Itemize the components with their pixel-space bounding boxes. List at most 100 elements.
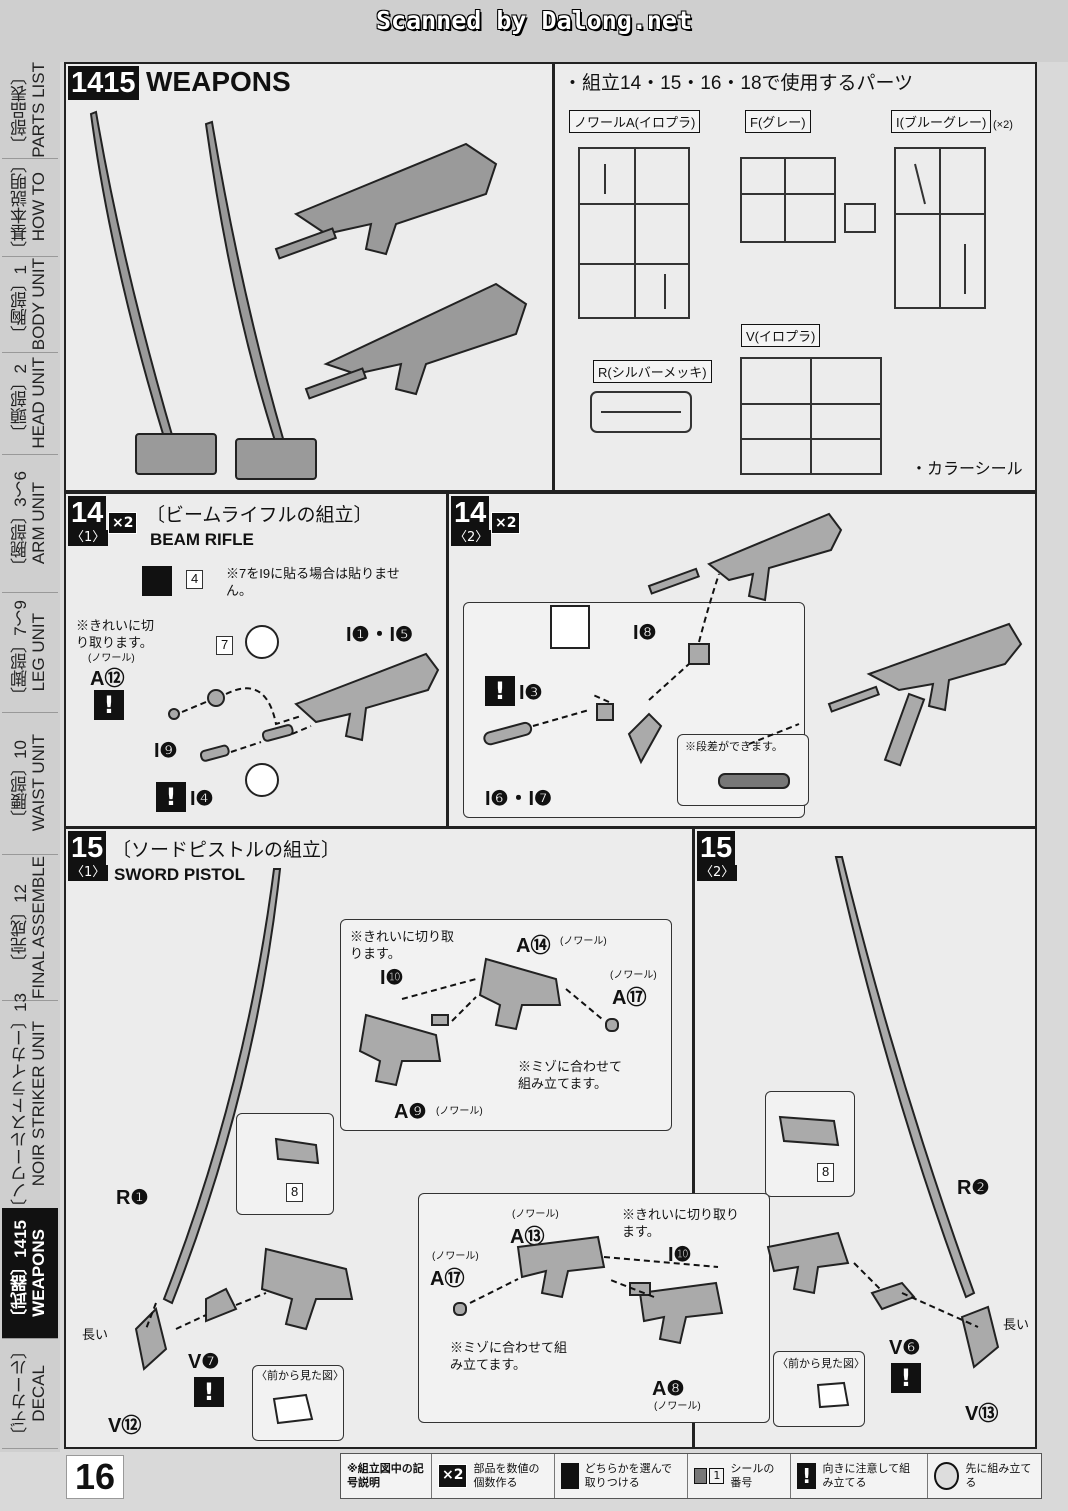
cut-note: ※きれいに切り取ります。: [76, 618, 155, 650]
weapons-title: WEAPONS: [146, 66, 291, 97]
part-i8: I❽: [633, 622, 657, 644]
step15-1-jp-title: 〔ソードピストルの組立〕: [112, 839, 341, 861]
part-r1: R❶: [116, 1187, 149, 1209]
step14-1-en-title: BEAM RIFLE: [150, 530, 254, 549]
part-i9: I❾: [154, 740, 178, 762]
sword-pistol-assembly: [134, 868, 619, 1425]
front-view-label: 〈前から見た図〉: [777, 1358, 865, 1370]
seal-8-label: 8: [817, 1163, 835, 1182]
symbol-legend: ※組立図中の記号説明 ×2 部品を数値の個数作る どちらかを選んで取りつける 1…: [340, 1453, 1042, 1499]
choose-icon: [561, 1463, 579, 1489]
sidebar-tab-label-en: HEAD UNIT: [29, 357, 48, 449]
part-a9: A❾: [394, 1101, 427, 1123]
legend-x2-text: 部品を数値の個数作る: [473, 1462, 540, 1489]
runner-label-i: I(ブルーグレー): [891, 110, 992, 133]
step14-1-sub: 〈1〉: [68, 530, 109, 546]
runner-label-f: F(グレー): [745, 110, 811, 133]
sidebar-tab-label: 〔武器〕1415: [11, 1220, 31, 1326]
step14-1-number: 14: [68, 496, 107, 530]
sidebar-tab-how-to[interactable]: 〔基本説明〕HOW TO: [2, 156, 58, 258]
sidebar-tab-label: 〔部品表〕: [11, 67, 31, 153]
sidebar-tab-label-en: LEG UNIT: [29, 612, 48, 692]
part-a17-2: A⑰: [430, 1268, 465, 1290]
step-number: 1415: [68, 66, 139, 100]
step14-1-jp-title: 〔ビームライフルの組立〕: [146, 504, 373, 526]
noir-label: (ノワール): [610, 970, 657, 981]
front-view-label: 〈前から見た図〉: [256, 1370, 344, 1382]
step14-2-qty: ×2: [491, 512, 521, 534]
long-label: 長い: [1003, 1317, 1030, 1332]
step14-1-qty: ×2: [108, 512, 138, 534]
part-i4: I❹: [190, 788, 214, 810]
seal-7-label: 7: [216, 636, 234, 655]
sidebar-tab-label: 〔完成〕12: [11, 883, 31, 971]
step15-2-sub: 〈2〉: [697, 865, 738, 881]
runner-label-r: R(シルバーメッキ): [593, 360, 712, 383]
attention-icon: !: [156, 782, 186, 812]
sword-blade: [162, 868, 282, 1305]
step14-1-panel: 14 ×2 〈1〉 〔ビームライフルの組立〕 BEAM RIFLE 4 ※7をI…: [64, 492, 448, 828]
part-i3: I❸: [519, 682, 543, 704]
sword-pistol-assembly-2: [453, 856, 1000, 1409]
part-v13: V⑬: [965, 1403, 999, 1425]
scan-credit: Scanned by Dalong.net: [375, 6, 693, 35]
step14-2-panel: 14 ×2 〈2〉 I❽ ! I❸ I❻・I❼ ※段差ができます。: [447, 492, 1037, 828]
legend-choose-text: どちらかを選んで取りつける: [584, 1462, 673, 1489]
seal-8-box: [765, 1091, 855, 1197]
runner-label-a: ノワールA(イロプラ): [569, 110, 701, 133]
sidebar-tab-label-en: WAIST UNIT: [29, 734, 48, 832]
sidebar-tab-label: 〔頭部〕2: [11, 364, 31, 442]
seal-8-label: 8: [286, 1183, 304, 1202]
step-note: ※段差ができます。: [685, 741, 783, 753]
sidebar-tab-label-en: ARM UNIT: [29, 481, 48, 565]
first-assemble-icon: [934, 1462, 960, 1490]
noir-label: (ノワール): [432, 1251, 479, 1262]
attention-icon: !: [194, 1377, 224, 1407]
sidebar-tab-decal[interactable]: 〔デカール〕DECAL: [2, 1338, 58, 1449]
parts-used-panel: ・組立14・15・16・18で使用するパーツ ノワールA(イロプラ) F(グレー…: [553, 62, 1037, 492]
part-v6: V❻: [889, 1337, 921, 1359]
beam-rifle-1: [293, 142, 498, 256]
attention-icon: !: [891, 1363, 921, 1393]
weapons-illustration: [89, 110, 528, 480]
noir-label: (ノワール): [560, 936, 607, 947]
sword-blade-2: [204, 120, 286, 446]
attention-icon: !: [485, 676, 515, 706]
part-i6-i7: I❻・I❼: [485, 788, 552, 810]
long-label: 長い: [82, 1327, 109, 1342]
sidebar-tab-label-en: PARTS LIST: [29, 62, 48, 158]
seal-note: ※7をI9に貼る場合は貼りません。: [226, 566, 400, 598]
scan-header: [0, 0, 1068, 62]
step14-2-number: 14: [451, 496, 490, 530]
sidebar-tab-label-en: NOIR STRIKER UNIT: [29, 1021, 48, 1187]
seal-icon: [694, 1468, 708, 1484]
step15-1-en-title: SWORD PISTOL: [114, 865, 245, 884]
seal-8-box: [236, 1113, 334, 1215]
page-number: 16: [66, 1455, 125, 1499]
legend-heading: ※組立図中の記号説明: [341, 1454, 432, 1498]
part-a14: A⑭: [516, 935, 551, 957]
part-r2: R❷: [957, 1177, 990, 1199]
noir-label: (ノワール): [654, 1401, 701, 1412]
sidebar-tab-label: 〔腰部〕10: [11, 739, 31, 827]
beam-rifle-assembly: [168, 625, 440, 797]
sidebar-tab-parts-list[interactable]: 〔部品表〕PARTS LIST: [2, 62, 58, 159]
runner-r-frame: [590, 391, 692, 433]
beam-rifle-sub-assembly: [483, 512, 1023, 789]
part-a17: A⑰: [612, 987, 647, 1009]
noir-label: (ノワール): [88, 653, 135, 664]
sidebar-tab-label-en: BODY UNIT: [29, 257, 48, 351]
sidebar-tab-label: 〔胸部〕1: [11, 265, 31, 343]
legend-seal-text: シールの番号: [730, 1462, 775, 1489]
part-i10: I❿: [380, 967, 404, 989]
runner-f-frame: [740, 157, 836, 243]
legend-attention-text: 向きに注意して組み立てる: [822, 1462, 911, 1489]
